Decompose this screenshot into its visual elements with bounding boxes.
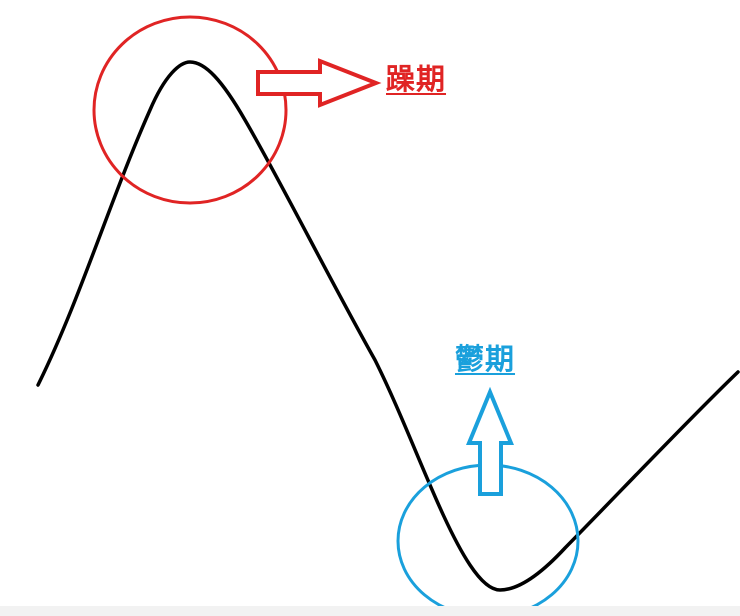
mood-curve <box>36 60 740 592</box>
depressive-phase-label: 鬱期 <box>455 342 516 376</box>
manic-highlight-circle <box>92 15 288 205</box>
up-arrow-icon <box>466 386 514 496</box>
right-arrow-icon <box>256 58 382 108</box>
bottom-edge-strip <box>0 606 740 616</box>
manic-phase-label: 躁期 <box>386 62 447 96</box>
